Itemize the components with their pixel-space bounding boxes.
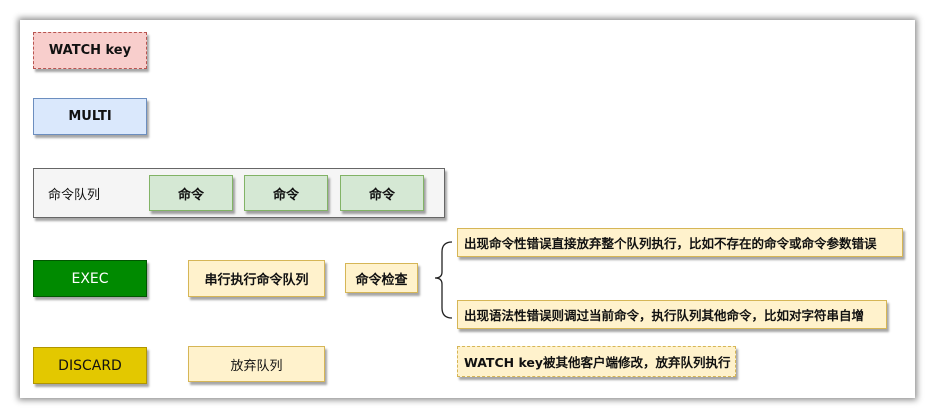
command-check-node: 命令检查 <box>345 263 418 293</box>
command-queue-label: 命令队列 <box>48 187 101 203</box>
syntax-error-note: 出现语法性错误则调过当前命令，执行队列其他命令，比如对字符串自增 <box>457 300 887 329</box>
exec-node: EXEC <box>33 260 147 297</box>
discard-queue-node: 放弃队列 <box>188 346 325 382</box>
multi-node: MULTI <box>33 98 147 135</box>
watch-key-node: WATCH key <box>33 32 147 69</box>
discard-node: DISCARD <box>33 347 147 384</box>
command-error-note: 出现命令性错误直接放弃整个队列执行，比如不存在的命令或命令参数错误 <box>457 228 903 257</box>
serial-exec-node: 串行执行命令队列 <box>188 260 325 297</box>
queued-command-3: 命令 <box>340 175 424 211</box>
branch-brace <box>434 241 453 319</box>
watch-modified-note: WATCH key被其他客户端修改，放弃队列执行 <box>457 346 736 377</box>
queued-command-2: 命令 <box>244 175 328 211</box>
queued-command-1: 命令 <box>149 175 233 211</box>
